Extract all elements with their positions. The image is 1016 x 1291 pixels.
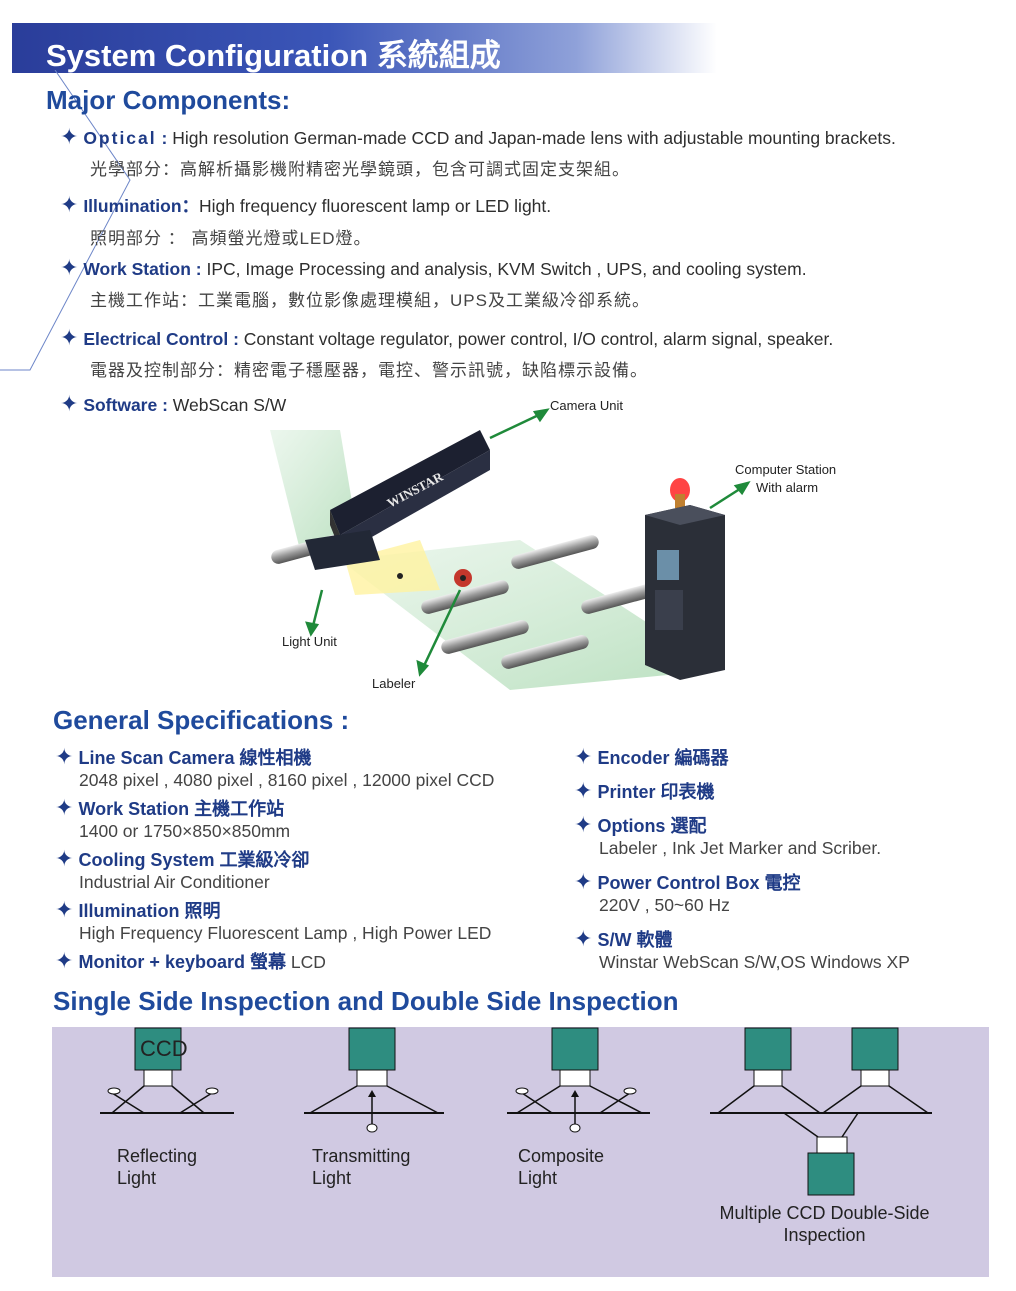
- spec-item: ✦ Cooling System 工業級冷卻 Industrial Air Co…: [55, 846, 310, 893]
- star-bullet-icon: ✦: [60, 325, 79, 350]
- reflecting-light-diagram: [100, 1027, 234, 1114]
- star-bullet-icon: ✦: [55, 897, 74, 922]
- transmitting-light-diagram: [304, 1027, 444, 1133]
- star-bullet-icon: ✦: [60, 192, 79, 217]
- component-electrical-control: ✦ Electrical Control : Constant voltage …: [60, 325, 834, 381]
- transmitting-light-caption: Transmitting Light: [312, 1146, 411, 1188]
- spec-item: ✦ Monitor + keyboard 螢幕 LCD: [55, 948, 326, 973]
- star-bullet-icon: ✦: [574, 926, 593, 951]
- spec-item: ✦ Line Scan Camera 線性相機 2048 pixel , 408…: [55, 744, 495, 791]
- component-optical: ✦ Optical : High resolution German-made …: [60, 124, 896, 180]
- general-specifications-title: General Specifications :: [53, 705, 350, 735]
- star-bullet-icon: ✦: [60, 124, 79, 149]
- multiple-ccd-caption: Multiple CCD Double-Side Inspection: [719, 1203, 930, 1245]
- star-bullet-icon: ✦: [55, 948, 74, 973]
- star-bullet-icon: ✦: [574, 744, 593, 769]
- computer-station-alarm-label: With alarm: [756, 480, 819, 495]
- star-bullet-icon: ✦: [60, 391, 79, 416]
- reflecting-light-caption: Reflecting Light: [117, 1146, 198, 1188]
- composite-light-caption: Composite Light: [518, 1146, 605, 1188]
- spec-left-column: ✦ Line Scan Camera 線性相機 2048 pixel , 408…: [55, 744, 555, 974]
- computer-station: [645, 478, 725, 680]
- spec-item: ✦ Encoder 編碼器: [574, 744, 729, 769]
- system-illustration: WINSTAR: [270, 408, 751, 690]
- component-software: ✦ Software : WebScan S/W: [60, 391, 287, 416]
- star-bullet-icon: ✦: [55, 795, 74, 820]
- labeler: [454, 569, 472, 587]
- inspection-title: Single Side Inspection and Double Side I…: [53, 986, 679, 1016]
- ccd-label: CCD: [140, 1036, 188, 1061]
- spec-right-column: ✦ Encoder 編碼器 ✦ Printer 印表機 ✦ Options 選配…: [574, 744, 994, 973]
- star-bullet-icon: ✦: [574, 778, 593, 803]
- star-bullet-icon: ✦: [55, 846, 74, 871]
- inspection-diagrams: [100, 1027, 932, 1196]
- labeler-label: Labeler: [372, 676, 416, 691]
- spec-item: ✦ Work Station 主機工作站 1400 or 1750×850×85…: [55, 795, 291, 842]
- decorative-curve: [0, 70, 131, 371]
- page-title: System Configuration 系統組成: [46, 38, 501, 73]
- star-bullet-icon: ✦: [60, 255, 79, 280]
- callout-arrows: [305, 408, 751, 677]
- spec-item: ✦ Printer 印表機: [574, 778, 715, 803]
- computer-station-label: Computer Station: [735, 462, 837, 477]
- spec-item: ✦ S/W 軟體 Winstar WebScan S/W,OS Windows …: [574, 926, 910, 973]
- star-bullet-icon: ✦: [55, 744, 74, 769]
- light-unit-label: Light Unit: [282, 634, 337, 649]
- composite-light-diagram: [507, 1027, 650, 1133]
- multiple-ccd-diagram: [710, 1027, 932, 1196]
- spec-item: ✦ Power Control Box 電控 220V , 50~60 Hz: [574, 869, 801, 916]
- star-bullet-icon: ✦: [574, 869, 593, 894]
- spec-item: ✦ Options 選配 Labeler , Ink Jet Marker an…: [574, 812, 882, 859]
- star-bullet-icon: ✦: [574, 812, 593, 837]
- header-banner: [12, 23, 717, 73]
- component-work-station: ✦ Work Station : IPC, Image Processing a…: [60, 255, 807, 311]
- camera-unit-label: Camera Unit: [550, 398, 623, 413]
- component-illumination: ✦ Illumination：High frequency fluorescen…: [60, 192, 552, 249]
- major-components-title: Major Components:: [46, 85, 291, 115]
- spec-item: ✦ Illumination 照明 High Frequency Fluores…: [55, 897, 492, 944]
